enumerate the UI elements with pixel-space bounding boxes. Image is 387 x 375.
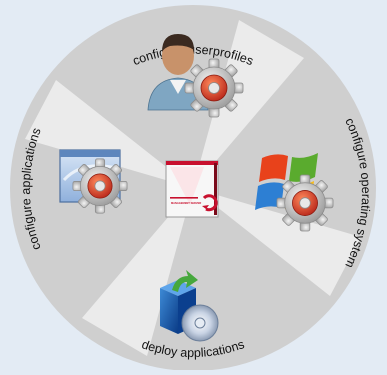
wheel-spokes bbox=[25, 20, 361, 356]
window-gear-icon bbox=[59, 149, 128, 214]
windows-gear-icon bbox=[255, 153, 334, 232]
package-disc-icon bbox=[160, 270, 219, 342]
user-gear-icon bbox=[147, 34, 244, 118]
product-box-icon: MANAGEMENT SERVER bbox=[165, 160, 219, 218]
product-label: MANAGEMENT SERVER bbox=[171, 201, 201, 205]
